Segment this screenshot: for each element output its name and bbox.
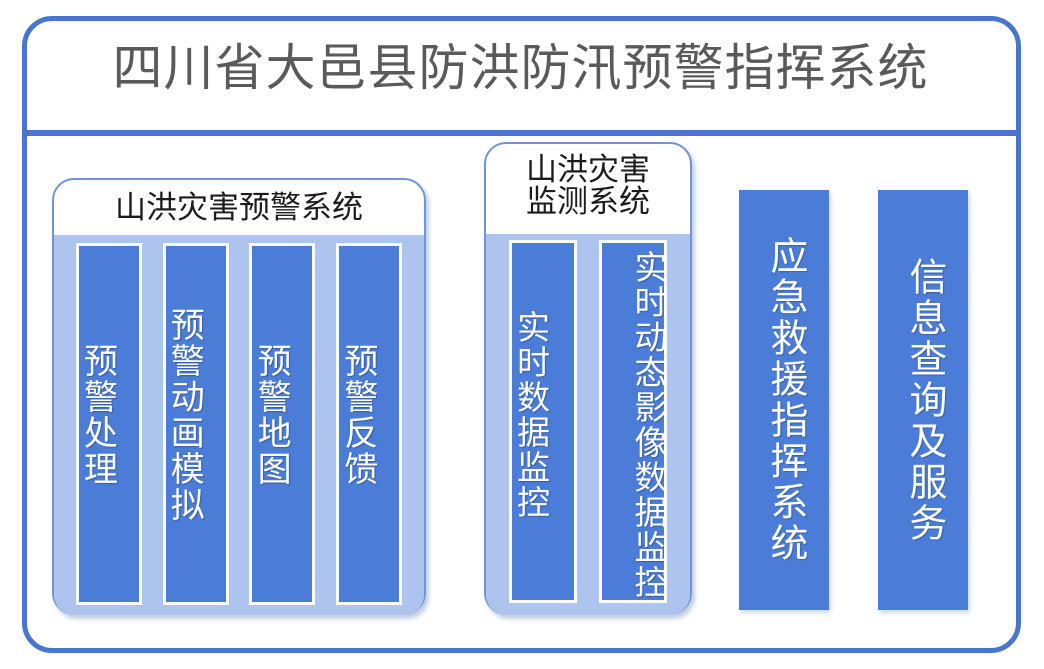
title-divider [27,130,1016,136]
module-warning-processing[interactable]: 预警处理 [75,243,142,605]
panel-warning-system-body: 预警处理 预警动画模拟 预警地图 预警反馈 [54,235,424,615]
panel-monitoring-system-title: 山洪灾害 监测系统 [526,152,650,219]
module-realtime-data-monitoring[interactable]: 实时数据监控 [509,240,577,603]
module-information-query-and-service[interactable]: 信息查询及服务 [878,190,968,610]
module-warning-animation-simulation[interactable]: 预警动画模拟 [162,243,229,605]
module-emergency-rescue-command-system[interactable]: 应急救援指挥系统 [739,190,829,610]
module-warning-map[interactable]: 预警地图 [249,243,316,605]
panel-monitoring-system-body: 实时数据监控 实时动态影像数据监控 [486,234,690,615]
module-realtime-dynamic-image-data-monitoring[interactable]: 实时动态影像数据监控 [599,240,667,603]
panel-warning-system-title: 山洪灾害预警系统 [115,190,363,225]
panel-monitoring-system[interactable]: 山洪灾害 监测系统 实时数据监控 实时动态影像数据监控 [484,142,692,615]
panel-warning-system[interactable]: 山洪灾害预警系统 预警处理 预警动画模拟 预警地图 预警反馈 [52,178,426,615]
page-title: 四川省大邑县防洪防汛预警指挥系统 [112,40,929,96]
module-warning-feedback[interactable]: 预警反馈 [336,243,403,605]
